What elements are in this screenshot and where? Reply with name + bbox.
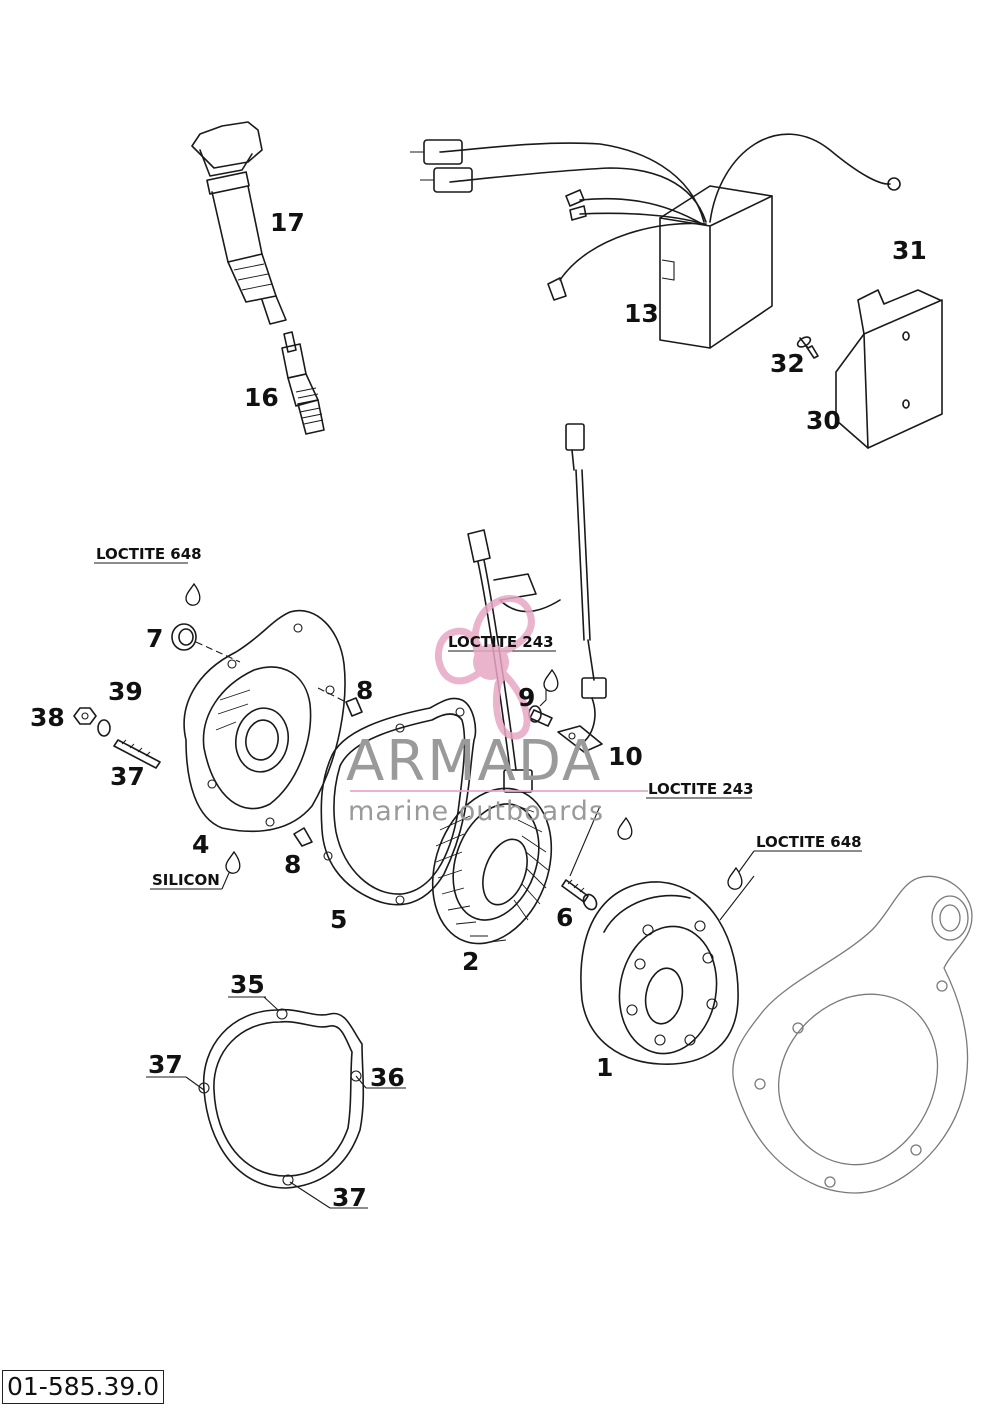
ignition-cover [183, 609, 346, 833]
label-part-31: 31 [892, 236, 927, 265]
washer-39 [97, 719, 111, 737]
note-loctite-648-right: LOCTITE 648 [756, 833, 862, 851]
label-part-17: 17 [270, 208, 305, 237]
flywheel [580, 881, 739, 1065]
loctite-drop-9 [543, 668, 559, 692]
label-part-16: 16 [244, 383, 279, 412]
note-loctite-648-top: LOCTITE 648 [96, 545, 202, 563]
label-part-13: 13 [624, 299, 659, 328]
label-part-6: 6 [556, 903, 573, 932]
watermark-brand: ARMADA [346, 729, 602, 794]
label-part-38: 38 [30, 703, 65, 732]
assembly-line-8a [317, 687, 347, 703]
bolt-6 [561, 879, 598, 911]
label-part-7: 7 [146, 624, 163, 653]
label-part-32: 32 [770, 349, 805, 378]
note-loctite-243-mid: LOCTITE 243 [648, 780, 754, 798]
label-part-2: 2 [462, 947, 479, 976]
dowel-lower [293, 827, 313, 847]
armada-logo [350, 595, 648, 792]
label-part-5: 5 [330, 905, 347, 934]
reference-number: 01-585.39.0 [2, 1370, 165, 1404]
engine-case-reference [732, 875, 973, 1194]
watermark-tagline: marine outboards [348, 796, 604, 827]
label-part-8-upper: 8 [356, 676, 373, 705]
spark-plug [281, 331, 325, 435]
clamp-10 [557, 725, 603, 753]
note-loctite-243-top: LOCTITE 243 [448, 633, 554, 651]
dowel-upper [345, 697, 363, 717]
label-part-37-stud: 37 [110, 762, 145, 791]
label-part-37-bottom: 37 [332, 1183, 367, 1212]
label-part-1: 1 [596, 1053, 613, 1082]
label-part-9: 9 [518, 683, 535, 712]
stud-37 [113, 739, 161, 769]
label-part-37-left: 37 [148, 1050, 183, 1079]
cdi-unit [410, 133, 901, 349]
label-part-39: 39 [108, 677, 143, 706]
label-part-36: 36 [370, 1063, 405, 1092]
loctite-drop-6 [617, 816, 633, 840]
label-part-35: 35 [230, 970, 265, 999]
label-part-10: 10 [608, 742, 643, 771]
loctite-drop-7 [185, 582, 201, 606]
note-silicon: SILICON [152, 871, 220, 889]
label-part-30: 30 [806, 406, 841, 435]
assembly-line-7 [195, 641, 241, 663]
label-part-8-lower: 8 [284, 850, 301, 879]
mounting-bracket [796, 289, 943, 449]
plug-7 [171, 623, 197, 651]
loctite-drop-1 [727, 866, 743, 890]
ignition-coil [191, 121, 287, 325]
bottom-gasket [198, 1008, 365, 1189]
silicon-drop [225, 850, 241, 874]
leader-loctite-mid [569, 805, 601, 877]
nut-38 [73, 707, 97, 725]
label-part-4: 4 [192, 830, 209, 859]
leader-lines [94, 562, 862, 1209]
